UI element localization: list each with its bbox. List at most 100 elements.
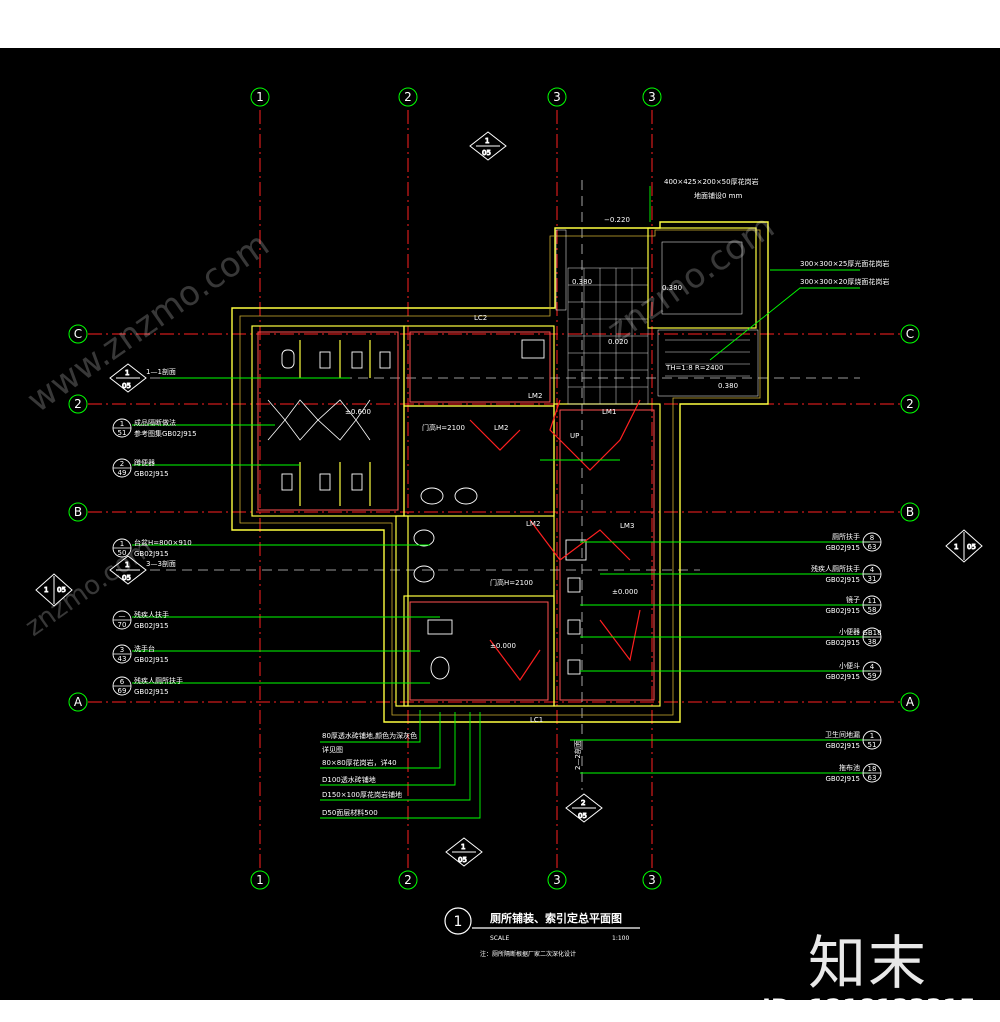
stair-left bbox=[555, 229, 567, 311]
watermark-brand: 知末 bbox=[808, 929, 929, 997]
right-callout-num: 1 bbox=[870, 732, 874, 740]
bottom-note-3: 80×80厚花岗岩，详40 bbox=[322, 758, 397, 767]
index-marker-far-left-sheet: 05 bbox=[57, 586, 66, 594]
wall-top-mid-inner bbox=[409, 331, 551, 403]
squat-toilet-2 bbox=[351, 351, 363, 369]
washbasin-4 bbox=[413, 565, 435, 583]
axis-bubble-3b-top bbox=[642, 87, 662, 107]
route-4 bbox=[489, 639, 541, 682]
index-marker-top: 1 05 bbox=[469, 131, 507, 161]
label-section-2: 2—2剖面 bbox=[573, 740, 582, 770]
walls bbox=[251, 325, 661, 707]
ramp bbox=[657, 329, 759, 397]
cad-canvas: 1 2 3 3 1 2 3 3 C 2 B A C 2 B A bbox=[0, 48, 1000, 1022]
accessible-toilet bbox=[430, 656, 450, 680]
right-callout-ref: GB02J915 bbox=[825, 775, 860, 783]
right-callouts: 863厕所扶手GB02J915431残疾人厕所扶手GB02J9151158镜子G… bbox=[811, 532, 882, 783]
wall-center bbox=[403, 405, 555, 517]
axis-bubble-A-right bbox=[900, 692, 920, 712]
axis-bubble-2h-left bbox=[68, 394, 88, 414]
label-door-h2: 门高H=2100 bbox=[490, 578, 533, 587]
left-callout-sheet: 50 bbox=[118, 549, 127, 557]
right-callout-text: 小便斗 bbox=[839, 661, 860, 670]
right-callout-sheet: 31 bbox=[868, 575, 877, 583]
index-marker-left-1: 1 05 bbox=[109, 363, 147, 393]
title-block: 1 厕所铺装、索引定总平面图 SCALE 1:100 注：厕所隔断根据厂家二次深… bbox=[444, 907, 640, 958]
label-lm3: LM3 bbox=[620, 522, 634, 530]
scale-label: SCALE bbox=[490, 935, 509, 942]
elevation-ramp-low: 0.380 bbox=[718, 382, 738, 390]
axis-bubble-3b-bottom bbox=[642, 870, 662, 890]
left-callout-text: 残疾人扶手 bbox=[134, 610, 169, 619]
leader-b5 bbox=[320, 712, 481, 819]
title-number-circle bbox=[444, 907, 472, 935]
label-right-note-1: 300×300×25厚光面花岗岩 bbox=[800, 259, 889, 268]
right-callout-num: 8 bbox=[870, 534, 874, 542]
axis-label-1-bottom: 1 bbox=[256, 873, 264, 887]
horizontal-axes: C 2 B A C 2 B A bbox=[68, 324, 920, 712]
right-callout-text: 小便器 bbox=[839, 627, 860, 636]
label-door-h1: 门高H=2100 bbox=[422, 423, 465, 432]
urinal-2 bbox=[567, 619, 581, 635]
index-marker-bottom-2-sheet: 05 bbox=[458, 856, 467, 864]
axis-bubble-2h-right bbox=[900, 394, 920, 414]
outer-border bbox=[231, 221, 769, 723]
left-callout-num: 1 bbox=[120, 420, 124, 428]
planter-box bbox=[647, 227, 757, 329]
urinal-3 bbox=[567, 659, 581, 675]
watermark-id: ID: 1218133315 bbox=[762, 994, 976, 1022]
elevation-ramp: 0.020 bbox=[608, 338, 628, 346]
index-marker-bottom: 2 05 bbox=[565, 793, 603, 823]
index-marker-top-sheet: 05 bbox=[482, 149, 491, 157]
axis-bubble-3-top bbox=[547, 87, 567, 107]
left-callout-sheet: 51 bbox=[118, 429, 127, 437]
axis-label-2-top: 2 bbox=[404, 90, 412, 104]
left-callout-ref: GB02J915 bbox=[134, 688, 169, 696]
squat-toilet-4 bbox=[281, 473, 293, 491]
index-marker-left-3-sheet: 05 bbox=[122, 574, 131, 582]
left-callout-ref: GB02J915 bbox=[134, 470, 169, 478]
axis-label-B-left: B bbox=[74, 505, 82, 519]
axis-bubble-1-bottom bbox=[250, 870, 270, 890]
axis-bubble-2-bottom bbox=[398, 870, 418, 890]
index-marker-top-num: 1 bbox=[485, 137, 489, 145]
axis-bubble-B-right bbox=[900, 502, 920, 522]
right-callout-sheet: 38 bbox=[868, 638, 877, 646]
entry-paving bbox=[555, 227, 759, 405]
elevation-accessible: ±0.000 bbox=[490, 642, 516, 650]
left-callout-num: 3 bbox=[120, 646, 124, 654]
right-callout-num: 4 bbox=[870, 566, 875, 574]
bottom-note-4: D100透水砖铺地 bbox=[322, 775, 376, 784]
left-callout-text: 成品隔断做法 bbox=[134, 418, 176, 427]
leader-b1 bbox=[320, 710, 421, 743]
label-lm2-top: LM2 bbox=[528, 392, 542, 400]
axis-label-2-bottom: 2 bbox=[404, 873, 412, 887]
leader-b3 bbox=[320, 712, 456, 786]
left-callout-sheet: 70 bbox=[118, 621, 127, 629]
index-marker-far-left-num: 1 bbox=[44, 586, 48, 594]
right-callout-ref: GB02J915 bbox=[825, 544, 860, 552]
bottom-note-1: 80厚透水砖铺地,颜色为深灰色 bbox=[322, 731, 417, 740]
index-marker-right: 1 05 bbox=[945, 529, 983, 563]
title-number: 1 bbox=[454, 914, 463, 930]
index-marker-bottom-2-num: 1 bbox=[461, 843, 465, 851]
right-callout-sheet: 59 bbox=[868, 672, 877, 680]
right-callout-sheet: 63 bbox=[868, 543, 877, 551]
leader-b4 bbox=[320, 712, 471, 801]
left-callout-num: — bbox=[119, 612, 126, 620]
axis-label-3b-bottom: 3 bbox=[648, 873, 656, 887]
left-callout-num: 6 bbox=[120, 678, 125, 686]
axis-bubble-C-right bbox=[900, 324, 920, 344]
axis-label-C-left: C bbox=[74, 327, 82, 341]
axis-bubble-1-top bbox=[250, 87, 270, 107]
bottom-note-5: D150×100厚花岗岩铺地 bbox=[322, 790, 402, 799]
axis-label-B-right: B bbox=[906, 505, 914, 519]
axis-bubble-3-bottom bbox=[547, 870, 567, 890]
